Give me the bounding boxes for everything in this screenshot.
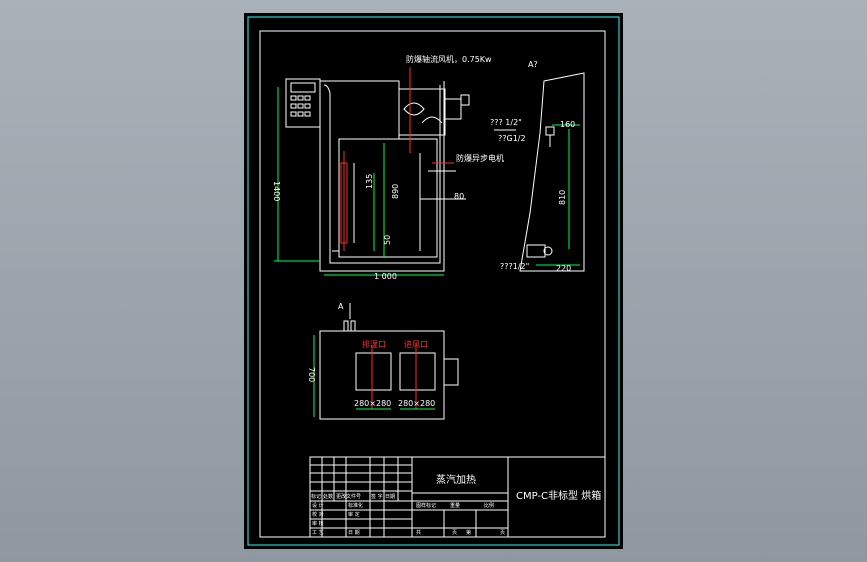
drawing-canvas: 防爆轴流风机，0.75Kw 防爆异步电机 1400 890 135 50 80 … bbox=[247, 16, 620, 546]
dim-700: 700 bbox=[307, 367, 316, 382]
pipe-label-bottom: ???1/2" bbox=[500, 262, 529, 271]
row-label-2: 审 核 bbox=[312, 520, 324, 527]
dim-135: 135 bbox=[365, 174, 374, 189]
title-subtitle: 蒸汽加热 bbox=[436, 473, 476, 486]
inner-frame bbox=[259, 30, 606, 538]
dim-890: 890 bbox=[391, 184, 400, 199]
row-label-3: 工 艺 bbox=[312, 530, 324, 536]
cell-standardization: 标准化 bbox=[348, 502, 363, 509]
title-block-frame bbox=[309, 456, 606, 538]
side-gauge bbox=[543, 246, 553, 256]
cell-page: 页 bbox=[452, 530, 457, 536]
cell-drawing-mark: 图样标记 bbox=[416, 502, 436, 509]
cell-total: 共 bbox=[416, 529, 421, 536]
dim-160: 160 bbox=[560, 120, 575, 129]
fan-blade bbox=[421, 116, 443, 124]
plan-view: A 排湿口 进风口 700 280×280 280×280 bbox=[307, 302, 459, 420]
header-cell-2: 更改文件号 bbox=[336, 493, 361, 500]
dim-220: 220 bbox=[556, 264, 571, 273]
header-cell-1: 处数 bbox=[323, 493, 333, 500]
control-display bbox=[290, 82, 316, 93]
side-trap bbox=[526, 244, 546, 258]
control-keypad bbox=[290, 95, 311, 117]
fan-housing bbox=[398, 88, 446, 136]
port-size-left: 280×280 bbox=[354, 399, 391, 408]
dim-50: 50 bbox=[383, 235, 392, 245]
dim-1400: 1400 bbox=[272, 181, 281, 201]
fan-blade-top bbox=[403, 102, 425, 116]
cabinet-outline bbox=[319, 81, 445, 272]
dim-1000: 1 000 bbox=[374, 272, 397, 281]
cell-number: 第 bbox=[466, 529, 471, 536]
side-valve-top bbox=[545, 126, 555, 136]
dim-810: 810 bbox=[558, 190, 567, 205]
cell-date: 日 期 bbox=[348, 530, 360, 536]
title-block-grid bbox=[310, 457, 477, 537]
cell-page-2: 页 bbox=[500, 530, 505, 536]
elevation-view: 防爆轴流风机，0.75Kw 防爆异步电机 1400 890 135 50 80 … bbox=[272, 54, 504, 281]
fan-label: 防爆轴流风机，0.75Kw bbox=[406, 54, 492, 64]
dim-80: 80 bbox=[454, 192, 464, 201]
inlet-label: 进风口 bbox=[404, 340, 428, 349]
title-block: 蒸汽加热 CMP-C非标型 烘箱 标记 处数 更改文件号 签 字 日期 设 计 … bbox=[309, 456, 606, 538]
cell-weight: 重量 bbox=[450, 502, 460, 509]
motor-label: 防爆异步电机 bbox=[456, 153, 504, 163]
pipe-label-mid: ??G1/2 bbox=[498, 134, 526, 143]
fan-motor bbox=[444, 98, 462, 120]
cell-approve: 审 定 bbox=[348, 511, 360, 518]
port-size-right: 280×280 bbox=[398, 399, 435, 408]
pipe-label-top: ??? 1/2" bbox=[490, 118, 522, 127]
outer-frame-cyan bbox=[247, 16, 620, 546]
side-view-title: A? bbox=[528, 60, 538, 69]
row-label-1: 校 对 bbox=[312, 511, 324, 518]
plan-arrow-label: A bbox=[338, 302, 344, 311]
header-cell-3: 签 字 bbox=[371, 493, 383, 500]
header-cell-4: 日期 bbox=[385, 494, 395, 500]
cell-scale: 比例 bbox=[484, 502, 494, 509]
heater-element bbox=[340, 162, 348, 244]
drying-chamber bbox=[338, 138, 438, 258]
drawing-sheet: 防爆轴流风机，0.75Kw 防爆异步电机 1400 890 135 50 80 … bbox=[244, 13, 623, 549]
row-label-0: 设 计 bbox=[312, 502, 324, 509]
port-exhaust bbox=[355, 352, 392, 391]
drawing-title: CMP-C非标型 烘箱 bbox=[516, 489, 601, 502]
side-view-a: A? ??? 1/2" ??G1/2 ???1/2" 160 810 220 bbox=[490, 60, 585, 273]
port-inlet bbox=[399, 352, 436, 391]
side-profile bbox=[519, 72, 585, 272]
fan-motor-cap bbox=[460, 94, 470, 106]
plan-pipe-2 bbox=[350, 320, 356, 332]
cabinet-outline-left bbox=[320, 80, 400, 252]
cabinet-inner bbox=[323, 84, 441, 264]
plan-pipe-1 bbox=[343, 320, 349, 332]
header-cell-0: 标记 bbox=[311, 493, 321, 500]
exhaust-label: 排湿口 bbox=[362, 339, 386, 349]
plan-motor bbox=[443, 358, 459, 386]
